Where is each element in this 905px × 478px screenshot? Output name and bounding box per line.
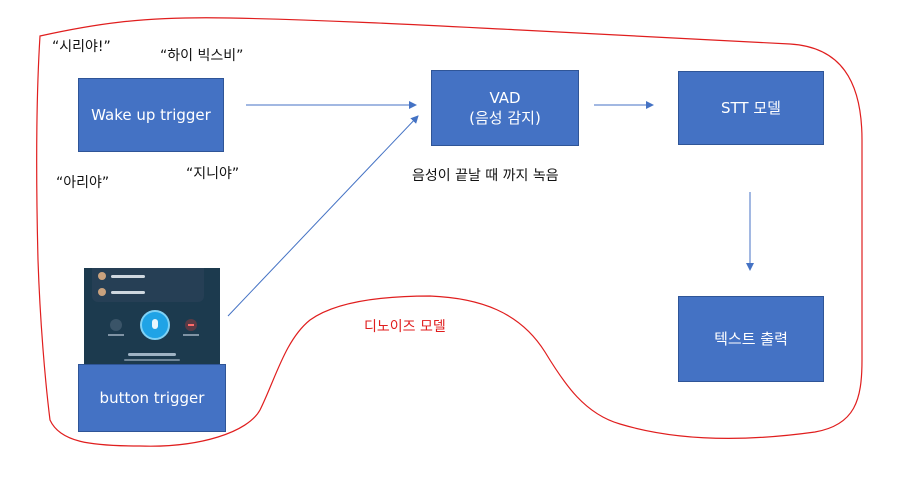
microphone-icon xyxy=(140,310,170,340)
vad-box: VAD (음성 감지) xyxy=(431,70,579,146)
wake-word-ari: “아리야” xyxy=(56,175,110,191)
avatar xyxy=(98,288,106,296)
wake-up-trigger-box: Wake up trigger xyxy=(78,78,224,152)
text-output-box: 텍스트 출력 xyxy=(678,296,824,382)
button-trigger-box: button trigger xyxy=(78,364,226,432)
wake-word-siri: “시리야!” xyxy=(52,39,111,55)
button-trigger-label: button trigger xyxy=(99,389,205,407)
contact-row xyxy=(98,270,145,282)
avatar xyxy=(98,272,106,280)
contact-row xyxy=(98,286,145,298)
phone-voice-ui-thumbnail xyxy=(84,268,220,364)
stt-model-box: STT 모델 xyxy=(678,71,824,145)
vad-note: 음성이 끝날 때 까지 녹음 xyxy=(412,168,559,184)
stt-model-label: STT 모델 xyxy=(721,99,781,117)
wake-up-trigger-label: Wake up trigger xyxy=(91,106,211,124)
contact-card xyxy=(92,268,204,302)
vad-sublabel: (음성 감지) xyxy=(469,109,541,127)
wake-word-jini: “지니야” xyxy=(186,166,240,182)
settings-icon xyxy=(110,319,122,331)
arrow-button-to-vad xyxy=(227,115,419,317)
text-output-label: 텍스트 출력 xyxy=(714,330,788,348)
wake-word-bixby: “하이 빅스비” xyxy=(160,48,244,64)
cancel-icon xyxy=(185,319,197,331)
vad-label: VAD xyxy=(489,89,521,107)
denoise-model-label: 디노이즈 모델 xyxy=(364,319,446,335)
